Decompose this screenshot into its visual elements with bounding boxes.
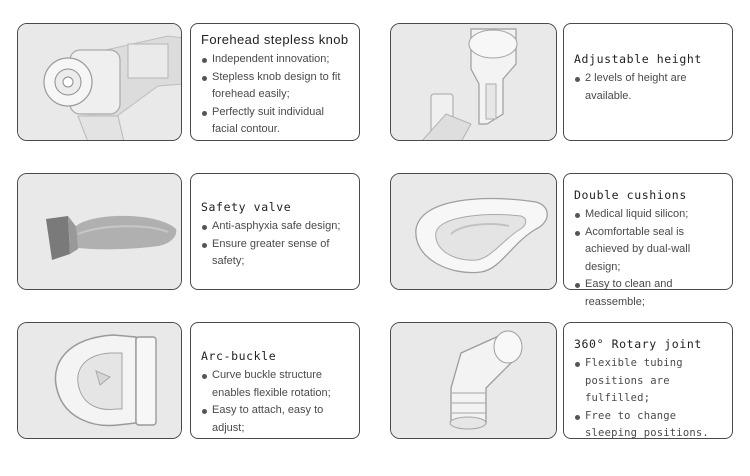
arc-buckle-image — [17, 322, 182, 439]
forehead-knob-point-1: Independent innovation; — [201, 51, 351, 69]
cushion-icon — [391, 174, 556, 289]
double-cushions-point-1: Medical liquid silicon; — [574, 206, 724, 224]
safety-valve-title: Safety valve — [201, 200, 292, 214]
rotary-joint-title: 360° Rotary joint — [574, 337, 702, 351]
safety-valve-point-2: Ensure greater sense of safety; — [201, 236, 351, 271]
arc-buckle-title: Arc-buckle — [201, 349, 277, 363]
double-cushions-point-3: Easy to clean and reassemble; — [574, 276, 724, 311]
forehead-knob-title: Forehead stepless knob — [201, 32, 349, 47]
forehead-knob-card: Forehead stepless knob Independent innov… — [190, 23, 360, 141]
height-adjuster-icon — [391, 24, 556, 140]
rotary-joint-icon — [391, 323, 556, 438]
forehead-knob-icon — [18, 24, 181, 140]
safety-valve-point-1: Anti-asphyxia safe design; — [201, 218, 351, 236]
safety-valve-card: Safety valve Anti-asphyxia safe design; … — [190, 173, 360, 290]
rotary-joint-point-1: Flexible tubing positions are fulfilled; — [574, 355, 724, 408]
arc-buckle-card: Arc-buckle Curve buckle structure enable… — [190, 322, 360, 439]
rotary-joint-point-2: Free to change sleeping positions. — [574, 408, 724, 443]
forehead-knob-point-2: Stepless knob design to fit forehead eas… — [201, 69, 351, 104]
arc-buckle-icon — [18, 323, 181, 438]
adjustable-height-card: Adjustable height 2 levels of height are… — [563, 23, 733, 141]
safety-valve-icon — [18, 174, 181, 289]
safety-valve-image — [17, 173, 182, 290]
arc-buckle-point-2: Easy to attach, easy to adjust; — [201, 402, 351, 437]
rotary-joint-image — [390, 322, 557, 439]
double-cushions-title: Double cushions — [574, 188, 687, 202]
adjustable-height-point-1: 2 levels of height are available. — [574, 70, 724, 105]
forehead-knob-point-3: Perfectly suit individual facial contour… — [201, 104, 351, 139]
double-cushions-card: Double cushions Medical liquid silicon; … — [563, 173, 733, 308]
adjustable-height-image — [390, 23, 557, 141]
forehead-knob-image — [17, 23, 182, 141]
arc-buckle-point-1: Curve buckle structure enables flexible … — [201, 367, 351, 402]
adjustable-height-title: Adjustable height — [574, 52, 702, 66]
double-cushions-point-2: Acomfortable seal is achieved by dual-wa… — [574, 224, 724, 277]
rotary-joint-card: 360° Rotary joint Flexible tubing positi… — [563, 322, 733, 439]
double-cushions-image — [390, 173, 557, 290]
